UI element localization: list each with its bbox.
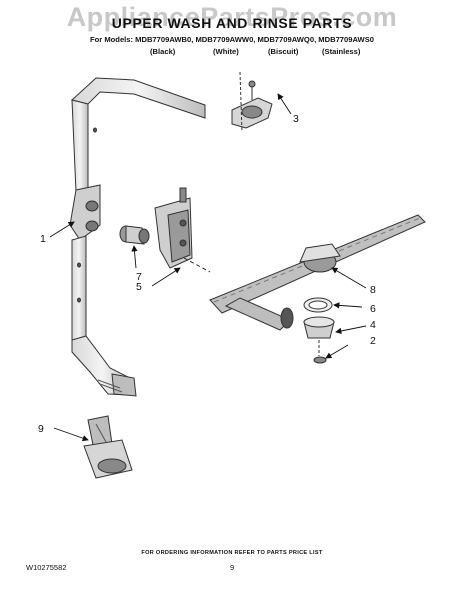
callout-3: 3 xyxy=(293,113,299,125)
callout-1: 1 xyxy=(40,233,46,245)
color-white: (White) xyxy=(213,47,239,56)
leader-2 xyxy=(325,344,349,359)
leader-3 xyxy=(277,93,292,115)
leader-6 xyxy=(333,302,363,309)
page-number: 9 xyxy=(230,563,235,572)
callout-9: 9 xyxy=(38,423,44,435)
leader-9 xyxy=(53,427,89,442)
tube-fitting xyxy=(119,225,150,245)
color-stainless: (Stainless) xyxy=(322,47,361,56)
page-title: UPPER WASH AND RINSE PARTS xyxy=(111,15,353,31)
callout-6: 6 xyxy=(370,303,376,315)
callout-5: 5 xyxy=(136,281,142,293)
upper-wash-tube xyxy=(69,77,206,397)
callout-8: 8 xyxy=(370,284,376,296)
color-biscuit: (Biscuit) xyxy=(268,47,299,56)
leader-dashed xyxy=(183,257,211,273)
seal-ring-inner xyxy=(308,300,328,310)
leader-4 xyxy=(335,325,367,335)
leader-1 xyxy=(49,221,75,238)
spray-arm-nut xyxy=(313,356,327,364)
spray-arm-mount xyxy=(231,71,273,133)
spray-arm-bearing xyxy=(303,316,335,356)
callout-2: 2 xyxy=(370,335,376,347)
ordering-note: FOR ORDERING INFORMATION REFER TO PARTS … xyxy=(141,550,323,556)
upper-spray-arm xyxy=(209,214,426,331)
tube-bracket xyxy=(154,187,193,269)
watermark: AppliancePartsPros.com xyxy=(66,2,398,32)
manifold-connector xyxy=(83,415,133,479)
color-black: (Black) xyxy=(150,47,176,56)
leader-8 xyxy=(331,267,367,289)
callout-7: 7 xyxy=(136,271,142,283)
callout-4: 4 xyxy=(370,319,376,331)
document-id: W10275582 xyxy=(26,563,67,572)
leader-5 xyxy=(151,267,181,287)
leader-7 xyxy=(131,245,138,269)
models-line: For Models: MDB7709AWB0, MDB7709AWW0, MD… xyxy=(90,35,374,44)
